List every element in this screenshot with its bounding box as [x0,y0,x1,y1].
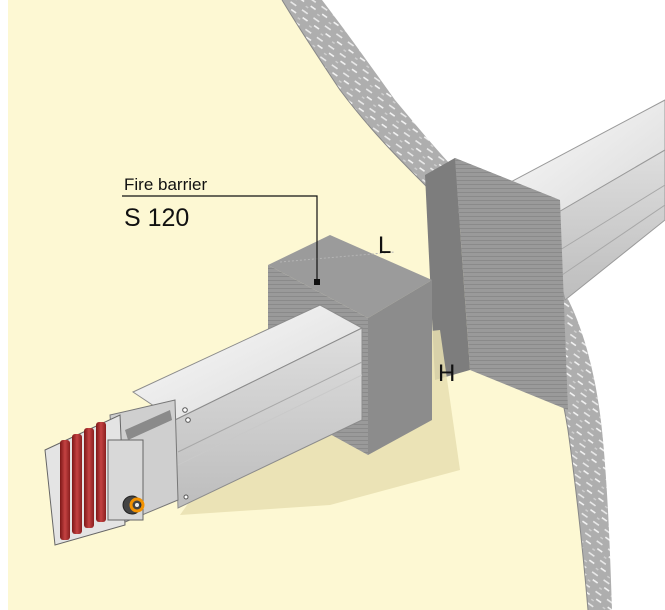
dimension-height-label: H [438,360,455,387]
fire-barrier-rear-block [425,158,568,410]
orange-washer [129,497,145,513]
red-insulator-fins [60,422,106,540]
caption-fire-barrier: Fire barrier [124,175,207,194]
callout-line [122,195,318,282]
end-feed-unit [44,399,179,546]
dimension-length-label: L [378,232,391,259]
busway-trunking [131,304,364,509]
caption-rating: S 120 [124,204,189,232]
